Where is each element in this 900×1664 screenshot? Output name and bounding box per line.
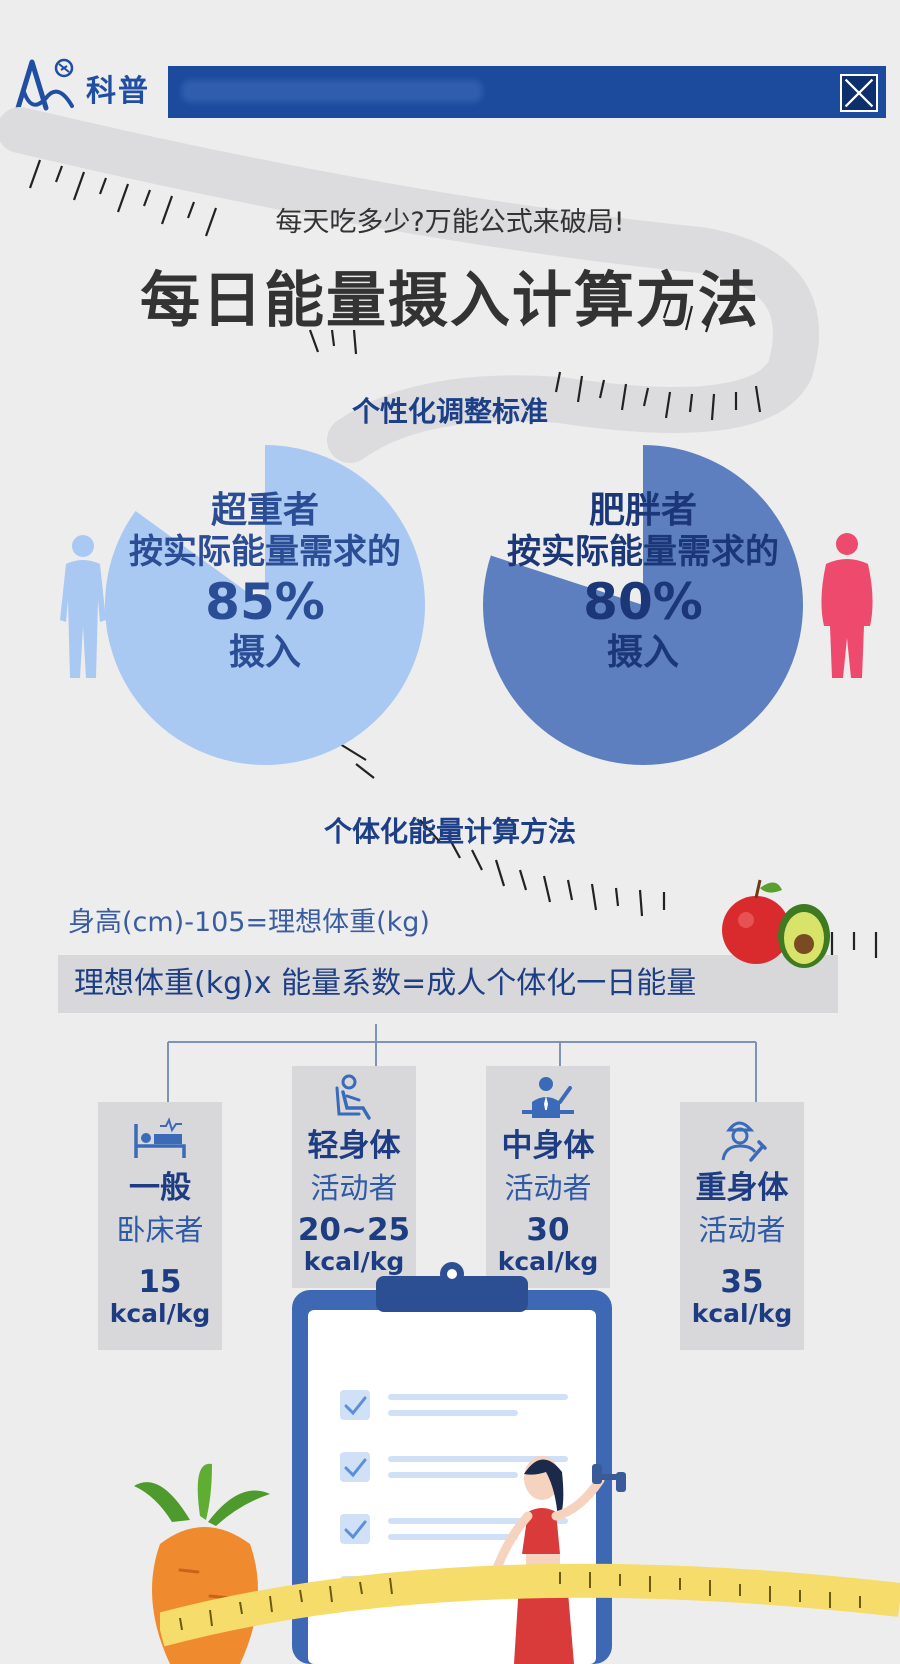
pie-obese (483, 445, 803, 765)
overweight-desc: 按实际能量需求的 (129, 532, 401, 573)
obese-group: 肥胖者 (588, 490, 697, 531)
card-subtitle: 活动者 (698, 1213, 786, 1247)
measuring-tape-bottom-decoration (160, 1563, 900, 1647)
formula-ideal-weight: 身高(cm)-105=理想体重(kg) (68, 907, 430, 938)
card-value: 15 (138, 1264, 182, 1300)
obese-action: 摄入 (606, 631, 679, 673)
seated-person-icon (335, 1074, 371, 1120)
pie-overweight (104, 445, 425, 765)
formula-daily-energy: 理想体重(kg)x 能量系数=成人个体化一日能量 (58, 955, 838, 1013)
page-subtitle: 每天吃多少?万能公式来破局! (275, 207, 625, 238)
overweight-percent: 85% (205, 572, 325, 631)
overweight-group: 超重者 (210, 490, 319, 531)
pie-overweight-slice (104, 445, 425, 765)
obese-percent: 80% (583, 572, 703, 631)
section-heading-adjustment: 个性化调整标准 (351, 395, 548, 428)
card-unit: kcal/kg (497, 1247, 599, 1277)
card-value: 30 (526, 1212, 570, 1248)
card-value: 35 (720, 1264, 764, 1300)
logo-mark-icon (15, 58, 74, 111)
activity-card-light: 轻身体 活动者 20~25 kcal/kg (292, 1066, 416, 1288)
card-unit: kcal/kg (303, 1247, 405, 1277)
header-blurred-text (182, 80, 482, 102)
obese-label: 肥胖者 按实际能量需求的 80% 摄入 (478, 490, 808, 674)
overweight-action: 摄入 (228, 631, 301, 673)
card-value: 20~25 (297, 1212, 411, 1248)
bed-patient-icon (134, 1117, 186, 1158)
page-title: 每日能量摄入计算方法 (140, 266, 760, 336)
pie-obese-slice (483, 445, 803, 765)
apple-avocado-icon (722, 879, 830, 968)
card-title: 中身体 (501, 1128, 595, 1164)
card-unit: kcal/kg (109, 1299, 211, 1329)
card-unit: kcal/kg (691, 1299, 793, 1329)
logo-text: 科普 (86, 74, 150, 109)
card-subtitle: 卧床者 (116, 1213, 204, 1247)
section-heading-calculation: 个体化能量计算方法 (323, 815, 576, 848)
card-title: 一般 (129, 1170, 191, 1206)
overweight-person-icon (60, 535, 106, 678)
card-subtitle: 活动者 (310, 1171, 398, 1205)
card-title: 重身体 (695, 1170, 789, 1206)
activity-card-heavy: 重身体 活动者 35 kcal/kg (680, 1102, 804, 1350)
obese-person-icon (821, 533, 873, 678)
card-subtitle: 活动者 (504, 1171, 592, 1205)
connector-lines (167, 1024, 757, 1102)
obese-desc: 按实际能量需求的 (507, 532, 779, 573)
activity-card-bedridden: 一般 卧床者 15 kcal/kg (98, 1102, 222, 1350)
activity-card-moderate: 中身体 活动者 30 kcal/kg (486, 1066, 610, 1288)
overweight-label: 超重者 按实际能量需求的 85% 摄入 (100, 490, 430, 674)
office-worker-icon (522, 1077, 574, 1118)
close-icon[interactable] (840, 74, 878, 112)
worker-wrench-icon (721, 1121, 767, 1162)
card-title: 轻身体 (307, 1128, 401, 1164)
